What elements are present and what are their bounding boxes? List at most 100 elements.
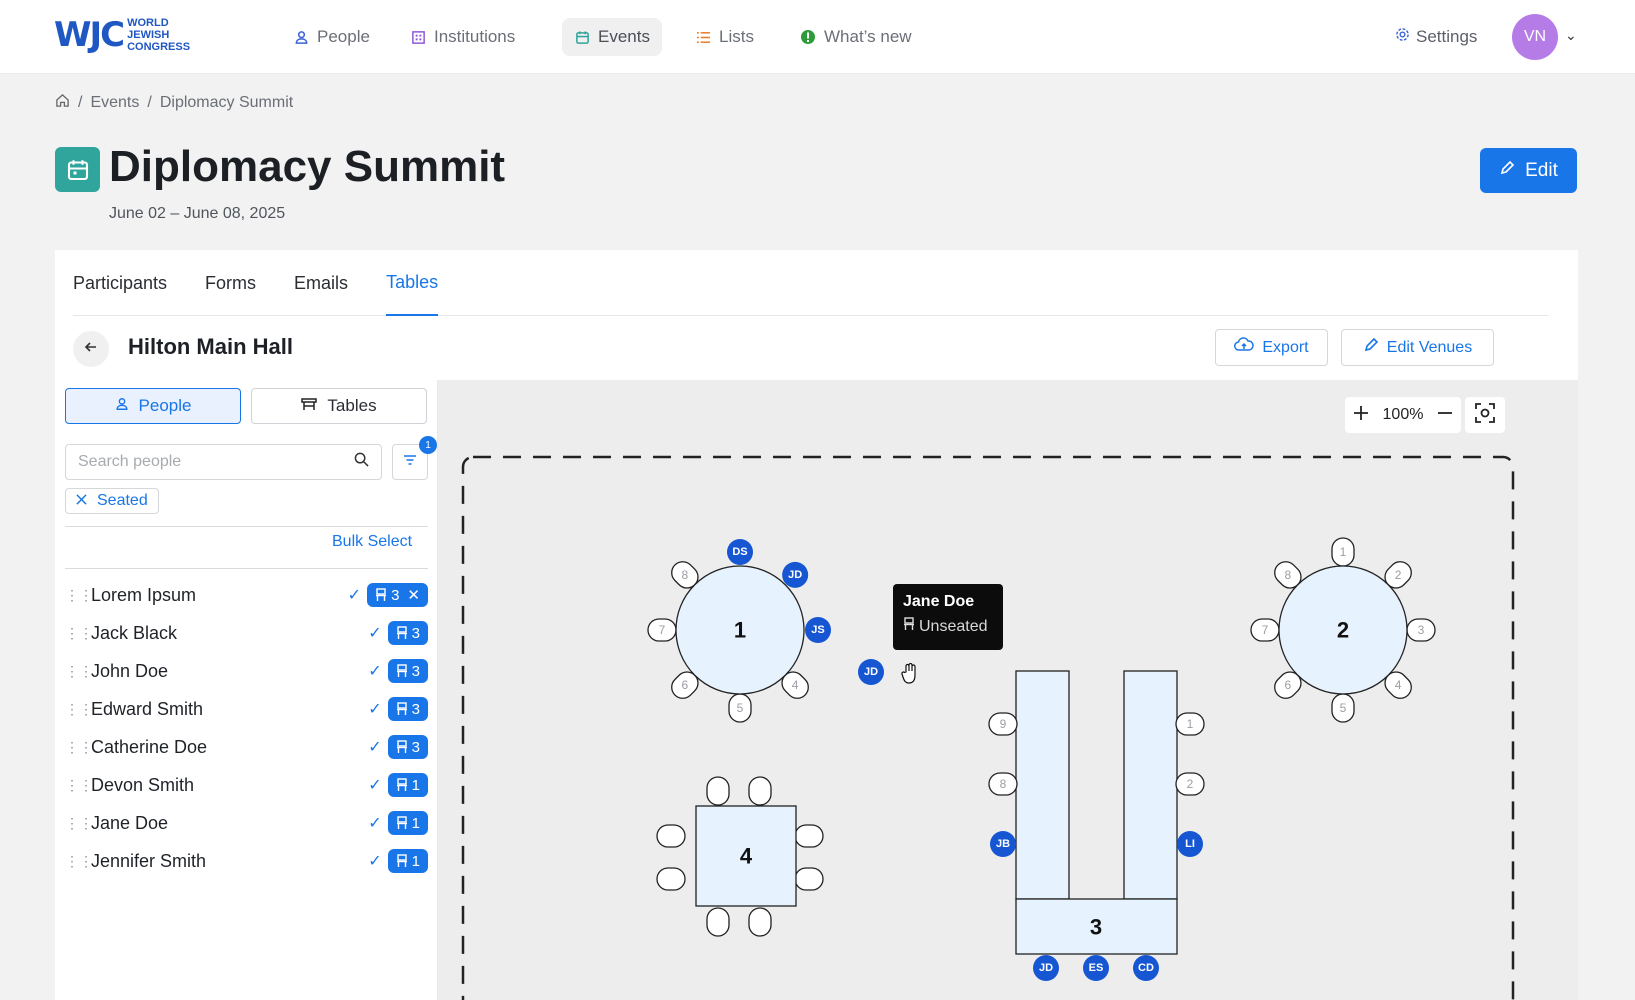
logo-line-2: JEWISH: [127, 29, 170, 41]
square-table: [695, 805, 797, 907]
table-assignment-badge[interactable]: 3✕: [367, 583, 428, 607]
person-row[interactable]: ⋮⋮Jack Black✓3: [65, 614, 428, 652]
nav-whats-new-label: What’s new: [824, 27, 912, 46]
person-row[interactable]: ⋮⋮Devon Smith✓1: [65, 766, 428, 804]
seat-occupant-initials: JB: [996, 838, 1010, 850]
drag-handle-icon[interactable]: ⋮⋮: [65, 662, 93, 679]
seat: [748, 776, 772, 806]
person-row[interactable]: ⋮⋮John Doe ✓ 3: [65, 652, 428, 690]
seat-occupant-avatar: [1033, 955, 1059, 981]
venue-boundary: [461, 455, 1515, 1000]
person-name: John Doe: [91, 660, 169, 681]
nav-people[interactable]: People: [281, 18, 382, 56]
breadcrumb-separator: /: [147, 94, 152, 111]
table-assignment-badge[interactable]: 3: [387, 697, 428, 721]
nav-institutions[interactable]: Institutions: [398, 18, 527, 56]
zoom-controls: 100%: [1345, 397, 1461, 433]
person-icon: [115, 396, 129, 416]
drag-handle-icon[interactable]: ⋮⋮: [65, 776, 93, 793]
logo-line-3: CONGRESS: [127, 41, 191, 53]
home-icon[interactable]: [55, 93, 70, 113]
segment-people[interactable]: People: [65, 388, 241, 424]
person-name: Jennifer Smith: [91, 850, 207, 871]
table-assignment-badge[interactable]: 1: [387, 773, 428, 797]
tab-emails[interactable]: Emails: [294, 272, 349, 293]
u-table-base: [1015, 898, 1178, 955]
search-input[interactable]: [78, 453, 338, 471]
table-assignment-badge[interactable]: 1: [387, 811, 428, 835]
edit-event-label: Edit: [1525, 159, 1558, 181]
breadcrumb-separator: /: [78, 94, 83, 111]
tooltip-status: Unseated: [903, 617, 993, 636]
event-content-card: Participants Forms Emails Tables Hilton …: [55, 250, 1578, 1000]
chevron-down-icon[interactable]: ⌄: [1565, 27, 1577, 43]
table-number: 1: [411, 852, 420, 870]
table-assignment-badge[interactable]: 3: [387, 735, 428, 759]
drag-handle-icon[interactable]: ⋮⋮: [65, 624, 93, 641]
nav-whats-new[interactable]: What’s new: [788, 18, 924, 56]
zoom-in-icon[interactable]: [1353, 405, 1369, 426]
close-icon[interactable]: ✕: [407, 587, 420, 604]
bulk-select-link[interactable]: Bulk Select: [332, 533, 413, 550]
nav-events[interactable]: Events: [562, 18, 662, 56]
seated-filter-chip[interactable]: Seated: [65, 488, 159, 514]
tab-tables[interactable]: Tables: [386, 250, 439, 316]
export-button[interactable]: Export: [1215, 329, 1328, 366]
drag-handle-icon[interactable]: ⋮⋮: [65, 852, 93, 869]
round-table: [1278, 565, 1408, 695]
seat-occupant-avatar: [782, 561, 809, 588]
segment-tables-label: Tables: [327, 396, 377, 415]
person-name: Edward Smith: [91, 698, 204, 719]
person-row[interactable]: ⋮⋮Lorem Ipsum✓3✕: [65, 576, 428, 614]
drag-handle-icon[interactable]: ⋮⋮: [65, 738, 93, 755]
person-row[interactable]: ⋮⋮Catherine Doe✓3: [65, 728, 428, 766]
close-icon[interactable]: [76, 492, 87, 510]
seat-occupant-avatar: [805, 617, 831, 643]
pencil-icon: [1363, 337, 1379, 358]
drag-handle-icon[interactable]: ⋮⋮: [65, 814, 93, 831]
nav-lists[interactable]: Lists: [683, 18, 766, 56]
divider: [65, 526, 428, 527]
search-icon[interactable]: [354, 452, 369, 472]
breadcrumb-events[interactable]: Events: [90, 94, 140, 111]
segment-tables[interactable]: Tables: [251, 388, 427, 424]
seat: [706, 776, 730, 806]
seat: [794, 867, 824, 891]
seat-occupant-initials: LI: [1185, 838, 1195, 850]
person-row[interactable]: ⋮⋮Jane Doe✓1: [65, 804, 428, 842]
edit-venues-button[interactable]: Edit Venues: [1341, 329, 1494, 366]
table-number: 3: [411, 662, 420, 680]
table-label: 1: [734, 618, 746, 643]
seat: [988, 772, 1018, 796]
table-assignment-badge[interactable]: 3: [387, 621, 428, 645]
nav-institutions-label: Institutions: [434, 27, 516, 46]
nav-people-label: People: [317, 27, 370, 46]
tab-forms[interactable]: Forms: [205, 272, 257, 293]
seat-number: 8: [1000, 777, 1007, 791]
tab-participants[interactable]: Participants: [73, 272, 168, 293]
check-icon: ✓: [368, 815, 382, 832]
person-row[interactable]: ⋮⋮Edward Smith ✓ 3: [65, 690, 428, 728]
check-icon: ✓: [368, 663, 382, 680]
wjc-logo[interactable]: WJC WORLD JEWISH CONGRESS: [54, 16, 190, 54]
person-name: Lorem Ipsum: [91, 584, 197, 605]
seating-sidebar: People Tables 1 Seated Bulk: [55, 380, 438, 1000]
person-row[interactable]: ⋮⋮Jennifer Smith✓1: [65, 842, 428, 880]
seat-number: 5: [737, 701, 744, 715]
check-icon: ✓: [368, 701, 382, 718]
table-assignment-badge[interactable]: 3: [387, 659, 428, 683]
drag-handle-icon[interactable]: ⋮⋮: [65, 586, 93, 603]
breadcrumb-current: Diplomacy Summit: [159, 94, 294, 111]
edit-event-button[interactable]: Edit: [1480, 148, 1577, 193]
filter-button[interactable]: [392, 444, 428, 480]
seat-number: 4: [1395, 678, 1402, 692]
zoom-out-icon[interactable]: [1437, 405, 1453, 426]
back-button[interactable]: [73, 331, 109, 367]
fit-to-screen-button[interactable]: [1465, 397, 1505, 433]
settings-link[interactable]: Settings: [1395, 18, 1477, 56]
avatar[interactable]: VN: [1512, 14, 1558, 60]
table-assignment-badge[interactable]: 1: [387, 849, 428, 873]
drag-handle-icon[interactable]: ⋮⋮: [65, 700, 93, 717]
seat: [794, 824, 824, 848]
